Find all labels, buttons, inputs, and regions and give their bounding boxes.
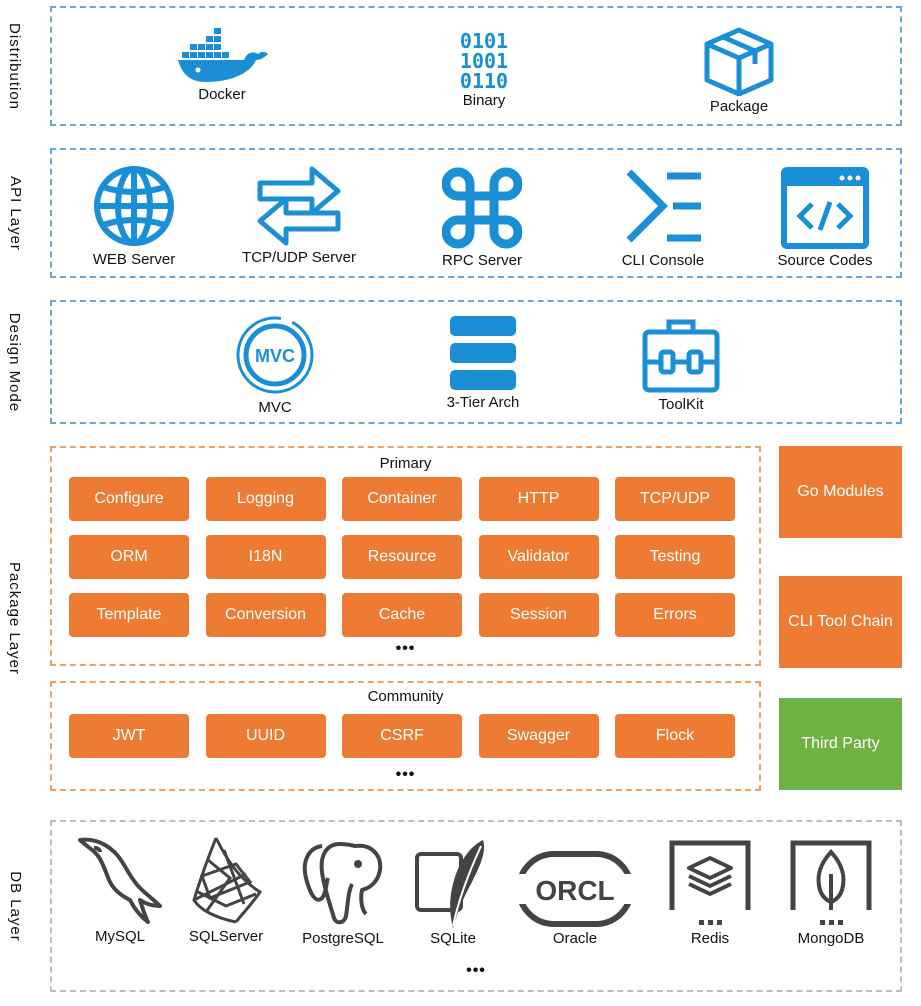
package-label: Package: [709, 98, 769, 115]
go-modules-box: Go Modules: [779, 446, 902, 538]
toolbox-icon: [642, 319, 720, 393]
pkg-conversion: Conversion: [205, 593, 326, 637]
primary-more: •••: [395, 640, 416, 657]
cli-console-item: CLI Console: [593, 166, 733, 269]
cli-console-label: CLI Console: [621, 252, 705, 269]
toolkit-item: ToolKit: [611, 318, 751, 413]
mvc-item: MVC MVC: [205, 313, 345, 416]
source-codes-label: Source Codes: [777, 252, 873, 269]
tcp-udp-server-item: TCP/UDP Server: [229, 163, 369, 266]
redis-label: Redis: [690, 930, 730, 947]
code-window-icon: [781, 167, 869, 249]
mvc-label: MVC: [258, 399, 292, 416]
orcl-logo-icon: ORCL: [515, 851, 635, 927]
rpc-server-label: RPC Server: [441, 252, 523, 269]
primary-group: Primary Configure Logging Container HTTP…: [50, 446, 761, 666]
elephant-icon: [302, 842, 383, 925]
layer-label-package: Package Layer: [6, 561, 24, 676]
pkg-session: Session: [478, 593, 599, 637]
docker-item: Docker: [152, 24, 292, 103]
pkg-i18n: I18N: [205, 535, 326, 579]
sqlserver-icon: [192, 837, 263, 924]
svg-text:MVC: MVC: [255, 346, 295, 366]
mongodb-item: MongoDB: [761, 840, 901, 947]
pkg-logging: Logging: [205, 477, 326, 521]
pkg-resource: Resource: [342, 535, 462, 579]
pkg-template: Template: [69, 593, 189, 637]
svg-text:ORCL: ORCL: [535, 875, 614, 906]
layer-label-db: DB Layer: [6, 870, 24, 942]
api-layer: [50, 148, 902, 278]
sqlserver-item: SQLServer: [156, 834, 296, 945]
oracle-label: Oracle: [552, 930, 598, 947]
design-mode-layer: [50, 300, 902, 424]
svg-text:1001: 1001: [460, 49, 508, 73]
sqlite-label: SQLite: [430, 930, 476, 947]
command-key-icon: [442, 167, 522, 249]
svg-text:0101: 0101: [460, 30, 508, 53]
layer-label-design: Design Mode: [6, 312, 24, 412]
postgresql-label: PostgreSQL: [302, 930, 384, 947]
tcp-udp-server-label: TCP/UDP Server: [242, 249, 356, 266]
community-group: Community JWT UUID CSRF Swagger Flock ••…: [50, 681, 761, 791]
db-more: •••: [466, 962, 486, 979]
distribution-layer: [50, 6, 902, 126]
pkg-orm: ORM: [69, 535, 189, 579]
pkg-uuid: UUID: [205, 714, 326, 758]
primary-title: Primary: [379, 455, 432, 472]
dolphin-icon: [78, 837, 162, 924]
binary-digits-icon: 0101 1001 0110: [460, 30, 508, 90]
pkg-http: HTTP: [478, 477, 599, 521]
docker-whale-icon: [178, 28, 268, 82]
binary-item: 0101 1001 0110 Binary: [414, 30, 554, 109]
web-server-label: WEB Server: [92, 251, 176, 268]
package-box-icon: [704, 27, 774, 96]
pkg-jwt: JWT: [69, 714, 189, 758]
swap-arrows-icon: [257, 166, 341, 246]
pkg-swagger: Swagger: [478, 714, 599, 758]
binary-label: Binary: [462, 92, 506, 109]
layer-label-api: API Layer: [6, 175, 24, 251]
postgresql-item: PostgreSQL: [273, 838, 413, 947]
three-tier-item: 3-Tier Arch: [413, 314, 553, 411]
redis-layers-icon: [669, 840, 751, 928]
feather-icon: [415, 840, 485, 928]
pkg-validator: Validator: [478, 535, 599, 579]
leaf-icon: [790, 840, 872, 928]
toolkit-label: ToolKit: [658, 396, 704, 413]
pkg-cache: Cache: [342, 593, 462, 637]
mysql-label: MySQL: [94, 928, 145, 945]
web-server-item: WEB Server: [64, 163, 204, 268]
rpc-server-item: RPC Server: [412, 166, 552, 269]
sqlserver-label: SQLServer: [188, 928, 264, 945]
oracle-item: ORCL Oracle: [505, 850, 645, 947]
cli-tool-chain-box: CLI Tool Chain: [779, 576, 902, 668]
sqlite-item: SQLite: [383, 838, 523, 947]
package-item: Package: [669, 26, 809, 115]
mysql-item: MySQL: [50, 834, 190, 945]
svg-text:0110: 0110: [460, 69, 508, 90]
pkg-errors: Errors: [615, 593, 735, 637]
community-more: •••: [395, 766, 416, 783]
third-party-box: Third Party: [779, 698, 902, 790]
source-codes-item: Source Codes: [755, 166, 895, 269]
pkg-csrf: CSRF: [342, 714, 462, 758]
pkg-flock: Flock: [615, 714, 735, 758]
mvc-circle-icon: MVC: [236, 316, 314, 394]
layer-label-distribution: Distribution: [6, 22, 24, 110]
db-layer: [50, 820, 902, 992]
three-tier-label: 3-Tier Arch: [446, 394, 520, 411]
stack-layers-icon: [450, 316, 516, 390]
mongodb-label: MongoDB: [797, 930, 865, 947]
pkg-tcp-udp: TCP/UDP: [615, 477, 735, 521]
pkg-container: Container: [342, 477, 462, 521]
redis-item: Redis: [640, 840, 780, 947]
docker-label: Docker: [198, 86, 246, 103]
pkg-testing: Testing: [615, 535, 735, 579]
globe-icon: [94, 166, 174, 246]
pkg-configure: Configure: [69, 477, 189, 521]
terminal-prompt-icon: [626, 169, 701, 243]
community-title: Community: [367, 688, 444, 705]
